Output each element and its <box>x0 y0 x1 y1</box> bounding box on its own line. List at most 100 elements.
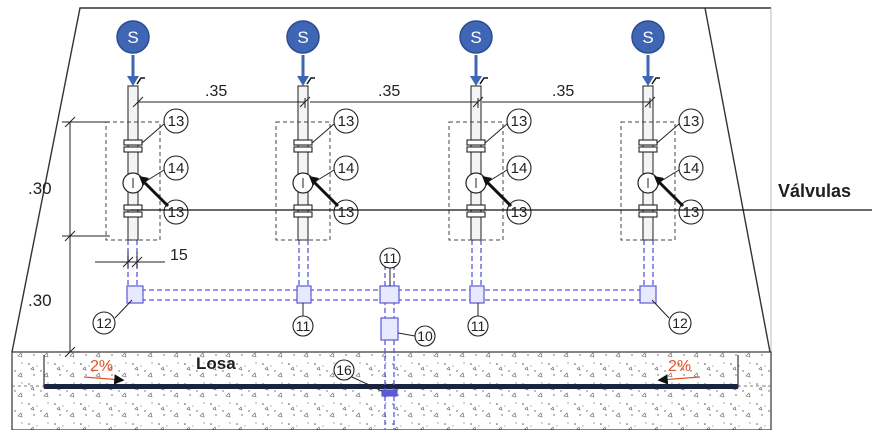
callout-14-v3: 14 <box>511 160 528 177</box>
callout-14-v4: 14 <box>683 160 700 177</box>
callout-leader <box>656 123 680 144</box>
valve-assemblies: S 13 14 13 S 13 14 13 S 13 14 13 S 13 14 13 <box>105 20 704 241</box>
supply-marker-label: S <box>470 28 481 47</box>
callout-circle <box>163 155 189 181</box>
callout-leader <box>141 123 165 144</box>
callout-circle <box>678 108 704 134</box>
tick-mark <box>306 77 315 85</box>
callout-13-v4: 13 <box>683 113 700 130</box>
slope-right-text: 2% <box>668 358 691 375</box>
union-fitting <box>638 211 658 218</box>
union-fitting <box>293 211 313 218</box>
union-fitting <box>293 146 313 153</box>
callout-11-right: 11 <box>471 318 486 334</box>
callout-circle <box>163 199 189 225</box>
supply-marker-label: S <box>297 28 308 47</box>
callout-circle <box>506 199 532 225</box>
valve-arrow <box>483 178 513 208</box>
supply-arrowhead-icon <box>297 76 309 86</box>
supply-arrowhead-icon <box>470 76 482 86</box>
valvulas-label: Válvulas <box>778 181 851 201</box>
valve-arrow <box>310 178 340 208</box>
slope-left: 2% <box>83 358 125 385</box>
callout-14-v1: 14 <box>168 160 185 177</box>
union-fitting <box>123 139 143 146</box>
callout-circle <box>333 155 359 181</box>
callout-circle <box>506 155 532 181</box>
valve-box-2 <box>275 121 331 241</box>
callout-leader <box>311 123 335 144</box>
callout-13-v3: 13 <box>511 204 528 221</box>
union-fitting <box>123 146 143 153</box>
dim-pipe-offset: 15 <box>170 247 188 264</box>
tick-mark <box>651 77 660 85</box>
callout-leaders <box>114 268 670 392</box>
union-fitting <box>466 211 486 218</box>
callout-13-v1: 13 <box>168 113 185 130</box>
arrowhead-icon <box>139 176 149 186</box>
callout-14-v2: 14 <box>338 160 355 177</box>
callout-circle <box>678 155 704 181</box>
callout-circle <box>678 199 704 225</box>
union-fitting <box>466 146 486 153</box>
callout-13-v2: 13 <box>338 204 355 221</box>
supply-marker-label: S <box>127 28 138 47</box>
valve-arrow <box>140 178 170 208</box>
union-fitting <box>123 204 143 211</box>
valve-assembly-3: S 13 14 13 <box>448 20 532 241</box>
callout-13-v3: 13 <box>511 113 528 130</box>
dim-spacing-2: .35 <box>378 83 400 100</box>
valve-assembly-2: S 13 14 13 <box>275 20 359 241</box>
valve-assembly-4: S 13 14 13 <box>620 20 704 241</box>
tick-mark <box>136 77 145 85</box>
union-fitting <box>466 139 486 146</box>
valve-box-3 <box>448 121 504 241</box>
dim-spacing-1: .35 <box>205 83 227 100</box>
supply-arrowhead-icon <box>642 76 654 86</box>
dimensions <box>62 96 656 358</box>
callout-circle <box>506 108 532 134</box>
supply-marker-3 <box>459 20 493 54</box>
supply-marker-label: S <box>642 28 653 47</box>
callout-13-v1: 13 <box>168 204 185 221</box>
supply-marker-1 <box>116 20 150 54</box>
callout-circle <box>163 108 189 134</box>
arrowhead-icon <box>482 176 492 186</box>
callout-11-top: 11 <box>383 250 398 266</box>
callout-circle <box>333 199 359 225</box>
losa-label: Losa <box>196 354 236 373</box>
callout-16: 16 <box>336 362 352 378</box>
union-fitting <box>466 204 486 211</box>
union-fitting <box>123 211 143 218</box>
valve-arrow <box>655 178 685 208</box>
pipe-fittings <box>126 285 657 397</box>
callout-13-v2: 13 <box>338 113 355 130</box>
dim-valve-height: .30 <box>28 179 52 198</box>
callout-leader <box>484 123 508 144</box>
callout-11-left: 11 <box>296 318 311 334</box>
supply-marker-4 <box>631 20 665 54</box>
callout-10: 10 <box>417 328 433 344</box>
arrowhead-icon <box>654 176 664 186</box>
union-fitting <box>638 146 658 153</box>
callout-12-left: 12 <box>96 315 112 331</box>
valve-box-1 <box>105 121 161 241</box>
callout-13-v4: 13 <box>683 204 700 221</box>
union-fitting <box>638 139 658 146</box>
slope-left-text: 2% <box>90 358 113 375</box>
callout-12-right: 12 <box>672 315 688 331</box>
callout-circle <box>333 108 359 134</box>
dim-spacing-3: .35 <box>552 83 574 100</box>
supply-marker-2 <box>286 20 320 54</box>
outline <box>11 7 772 353</box>
valve-assembly-1: S 13 14 13 <box>105 20 189 241</box>
union-fitting <box>293 139 313 146</box>
callout-texts-bottom: 11 11 11 10 12 12 16 <box>96 250 688 378</box>
arrowhead-icon <box>309 176 319 186</box>
supply-arrowhead-icon <box>127 76 139 86</box>
union-fitting <box>293 204 313 211</box>
union-fitting <box>638 204 658 211</box>
dim-lower-height: .30 <box>28 291 52 310</box>
slope-right: 2% <box>657 358 701 385</box>
